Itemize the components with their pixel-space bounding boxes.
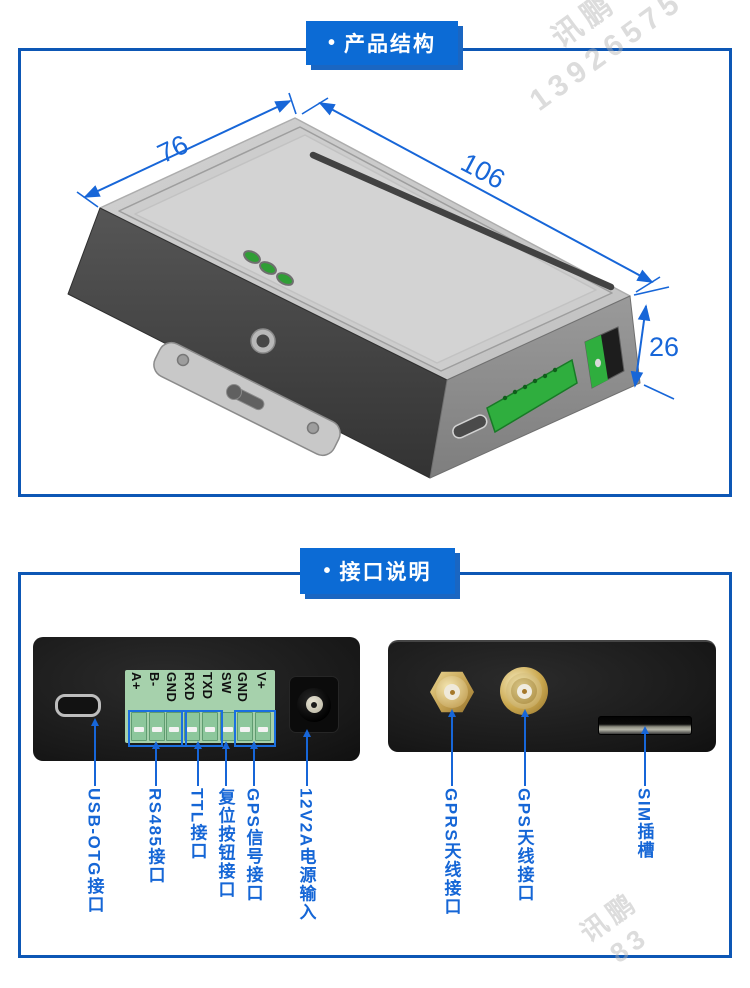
callout-arrow-sim xyxy=(640,726,649,786)
pin-label: GND xyxy=(164,672,179,703)
callout-label-gprs-antenna: GPRS天线接口 xyxy=(441,788,461,917)
screw-terminal xyxy=(131,712,147,741)
callout-label-sim: SIM插槽 xyxy=(634,788,654,860)
front-panel-photo: A+ B- GND RXD TXD SW GND V+ xyxy=(33,637,360,761)
callout-label-ttl: TTL接口 xyxy=(187,788,207,861)
pin-label: TXD xyxy=(200,672,215,700)
dimension-length-value: 106 xyxy=(456,147,510,195)
pin-label: SW xyxy=(219,672,234,694)
usb-otg-port xyxy=(55,694,101,717)
device-3d-diagram: 76 106 26 xyxy=(67,92,679,479)
callout-label-gps-signal: GPS信号接口 xyxy=(243,788,263,903)
dc-pin-hole xyxy=(311,701,317,708)
dc-power-jack xyxy=(289,676,339,733)
section-title-text: 接口说明 xyxy=(339,561,432,584)
gps-antenna-connector xyxy=(500,667,548,715)
gprs-antenna-ring xyxy=(436,676,468,708)
callout-arrow-reset xyxy=(221,741,230,786)
callout-arrow-power xyxy=(302,729,311,786)
rear-panel-photo xyxy=(388,640,716,752)
callout-label-rs485: RS485接口 xyxy=(145,788,165,885)
usb-slot-cutout xyxy=(452,414,488,439)
ttl-group-outline xyxy=(181,710,223,747)
pin-label: V+ xyxy=(254,672,269,690)
dimension-height-value: 26 xyxy=(649,332,679,362)
callout-arrow-rs485 xyxy=(151,741,160,786)
callout-arrow-gps-antenna xyxy=(520,709,529,786)
gprs-center-pin xyxy=(449,689,455,695)
callout-label-gps-antenna: GPS天线接口 xyxy=(514,788,534,903)
callout-arrow-ttl xyxy=(193,741,202,786)
callout-label-power: 12V2A电源输入 xyxy=(296,788,316,922)
screw-terminal xyxy=(255,712,271,741)
screw-terminal xyxy=(184,712,200,741)
pin-label: GND xyxy=(235,672,250,703)
gps-center-pin xyxy=(521,688,527,694)
interface-description-frame xyxy=(18,572,732,958)
pin-label: A+ xyxy=(129,672,144,690)
section-title-text: 产品结构 xyxy=(344,33,436,56)
dc-barrel xyxy=(297,687,331,722)
screw-terminal xyxy=(237,712,253,741)
bullet-icon: • xyxy=(327,32,335,54)
bullet-icon: • xyxy=(323,560,331,582)
pin-label: RXD xyxy=(182,672,197,701)
dc-ring xyxy=(305,696,323,713)
callout-label-reset: 复位按钮接口 xyxy=(215,788,235,899)
sim-board-hole xyxy=(595,358,601,368)
callout-arrow-gps-signal xyxy=(249,741,258,786)
screw-terminal xyxy=(149,712,165,741)
screw-terminal xyxy=(202,712,218,741)
section-title-product-structure: • 产品结构 xyxy=(306,21,458,65)
pin-label: B- xyxy=(147,672,162,687)
callout-label-usb: USB-OTG接口 xyxy=(84,788,104,914)
screw-hole xyxy=(250,328,276,354)
callout-arrow-usb xyxy=(90,718,99,786)
terminal-block: A+ B- GND RXD TXD SW GND V+ xyxy=(125,670,276,747)
mounting-bracket xyxy=(153,341,341,457)
callout-arrow-gprs-antenna xyxy=(447,709,456,786)
section-title-interface: • 接口说明 xyxy=(300,548,455,594)
dimension-height: 26 xyxy=(630,286,679,400)
terminal-pin-holes xyxy=(502,367,558,401)
led-indicators xyxy=(243,250,294,286)
